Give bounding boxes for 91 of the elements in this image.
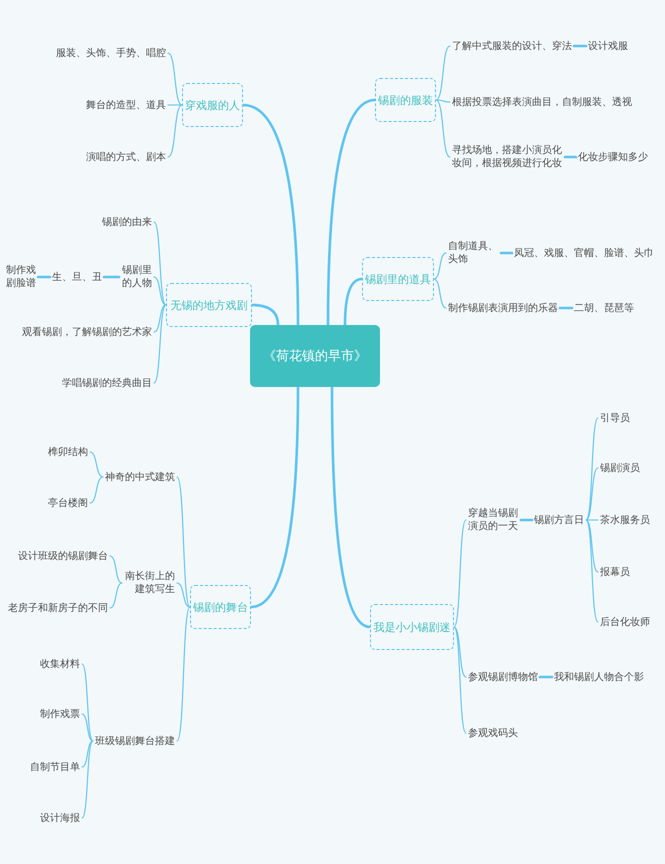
- connector-line: [153, 304, 167, 384]
- subtopic-label: 自制节目单: [30, 760, 80, 774]
- topic-box: 我是小小锡剧迷: [370, 604, 454, 650]
- subtopic-label: 收集材料: [40, 658, 80, 670]
- subtopic-label: 神奇的中式建筑: [105, 470, 175, 484]
- subtopic-label: 亭台楼阁: [48, 496, 88, 510]
- subtopic-label: 老房子和新房子的不同: [8, 602, 108, 614]
- subtopic-label: 参观戏码头: [468, 726, 518, 740]
- subtopic-label: 锡剧方言日: [534, 514, 584, 526]
- connector-line: [109, 582, 123, 609]
- connector-line: [81, 740, 94, 768]
- subtopic-label: 南长街上的建筑写生: [124, 570, 175, 596]
- subtopic-label: 设计班级的锡剧舞台: [18, 550, 108, 562]
- subtopic-label: 后台化妆师: [600, 616, 650, 628]
- branch-line: [330, 386, 372, 628]
- connector-line: [453, 519, 467, 628]
- subtopic-label: 我和锡剧人物合个影: [554, 670, 644, 684]
- branch-line: [344, 278, 364, 326]
- connector-line: [453, 626, 467, 678]
- connector-line: [81, 663, 94, 742]
- connector-line: [89, 451, 104, 478]
- topic-box: 锡剧的舞台: [190, 585, 251, 629]
- connector-line: [109, 555, 123, 584]
- subtopic-label: 引导员: [600, 412, 630, 424]
- branch-line: [572, 44, 588, 48]
- connector-line: [435, 99, 451, 158]
- subtopic-label: 服装、头饰、手势、唱腔: [56, 46, 166, 60]
- subtopic-label: 设计戏服: [588, 40, 628, 52]
- subtopic-label: 锡剧里的人物: [121, 264, 152, 290]
- branch-line: [558, 306, 574, 310]
- connector-line: [153, 221, 167, 306]
- subtopic-label: 穿越当锡剧演员的一天: [468, 507, 519, 533]
- branch-line: [242, 104, 300, 326]
- subtopic-label: 制作锡剧表演用到的乐器: [448, 302, 558, 314]
- connector-line: [176, 582, 191, 608]
- subtopic-label: 榫卯结构: [48, 446, 88, 458]
- branch-line: [520, 518, 534, 522]
- subtopic-label: 寻找场地，搭建小演员化妆间，根据视频进行化妆: [452, 144, 563, 170]
- topic-box: 穿戏服的人: [182, 83, 243, 127]
- connector-line: [585, 467, 599, 521]
- subtopic-label: 设计海报: [40, 812, 80, 824]
- branch-line: [250, 304, 280, 326]
- branch-line: [250, 386, 300, 608]
- subtopic-label: 报幕员: [600, 566, 630, 578]
- connector-line: [81, 713, 94, 742]
- subtopic-label: 茶水服务员: [600, 514, 650, 526]
- subtopic-label: 参观锡剧博物馆: [468, 670, 538, 684]
- subtopic-label: 学唱锡剧的经典曲目: [62, 376, 152, 390]
- subtopic-label: 观看锡剧，了解锡剧的艺术家: [22, 326, 152, 338]
- topic-box: 无锡的地方戏剧: [166, 283, 252, 327]
- branch-line: [564, 156, 578, 158]
- subtopic-label: 凤冠、戏服、官帽、脸谱、头巾: [514, 246, 654, 260]
- subtopic-label: 根据投票选择表演曲目，自制服装、透视: [452, 96, 632, 108]
- connector-line: [167, 104, 183, 158]
- connector-line: [89, 476, 104, 504]
- branch-line: [102, 276, 120, 278]
- connector-line: [153, 276, 167, 306]
- subtopic-label: 舞台的造型、道具: [86, 98, 166, 112]
- subtopic-label: 二胡、琵琶等: [574, 302, 634, 314]
- connector-line: [433, 278, 447, 309]
- connector-line: [585, 417, 599, 521]
- subtopic-label: 锡剧演员: [600, 462, 640, 474]
- connector-line: [585, 519, 599, 521]
- subtopic-label: 化妆步骤知多少: [578, 150, 648, 164]
- subtopic-label: 了解中式服装的设计、穿法: [452, 40, 572, 52]
- connector-line: [176, 476, 191, 608]
- branch-line: [538, 676, 554, 678]
- branch-line: [500, 252, 514, 254]
- connector-line: [435, 45, 451, 101]
- subtopic-label: 制作戏票: [40, 708, 80, 720]
- central-topic-box: 《荷花镇的早市》: [250, 325, 380, 387]
- connector-line: [176, 606, 191, 742]
- branch-line: [326, 98, 376, 326]
- topic-box: 锡剧的服装: [375, 78, 436, 122]
- subtopic-label: 生、旦、丑: [52, 270, 102, 284]
- connector-line: [167, 104, 183, 106]
- connector-line: [153, 304, 167, 333]
- subtopic-label: 锡剧的由来: [102, 216, 152, 228]
- connector-line: [585, 519, 599, 573]
- subtopic-label: 自制道具、头饰: [448, 240, 499, 266]
- connector-line: [81, 740, 94, 819]
- subtopic-label: 制作戏剧脸谱: [5, 264, 36, 290]
- branch-line: [36, 276, 52, 278]
- connector-line: [435, 99, 451, 103]
- connector-line: [585, 519, 599, 623]
- connector-line: [453, 626, 467, 734]
- connector-line: [167, 52, 183, 106]
- topic-box: 锡剧里的道具: [362, 257, 434, 301]
- subtopic-label: 演唱的方式、剧本: [86, 150, 166, 164]
- subtopic-label: 班级锡剧舞台搭建: [95, 734, 175, 748]
- connector-line: [433, 252, 447, 280]
